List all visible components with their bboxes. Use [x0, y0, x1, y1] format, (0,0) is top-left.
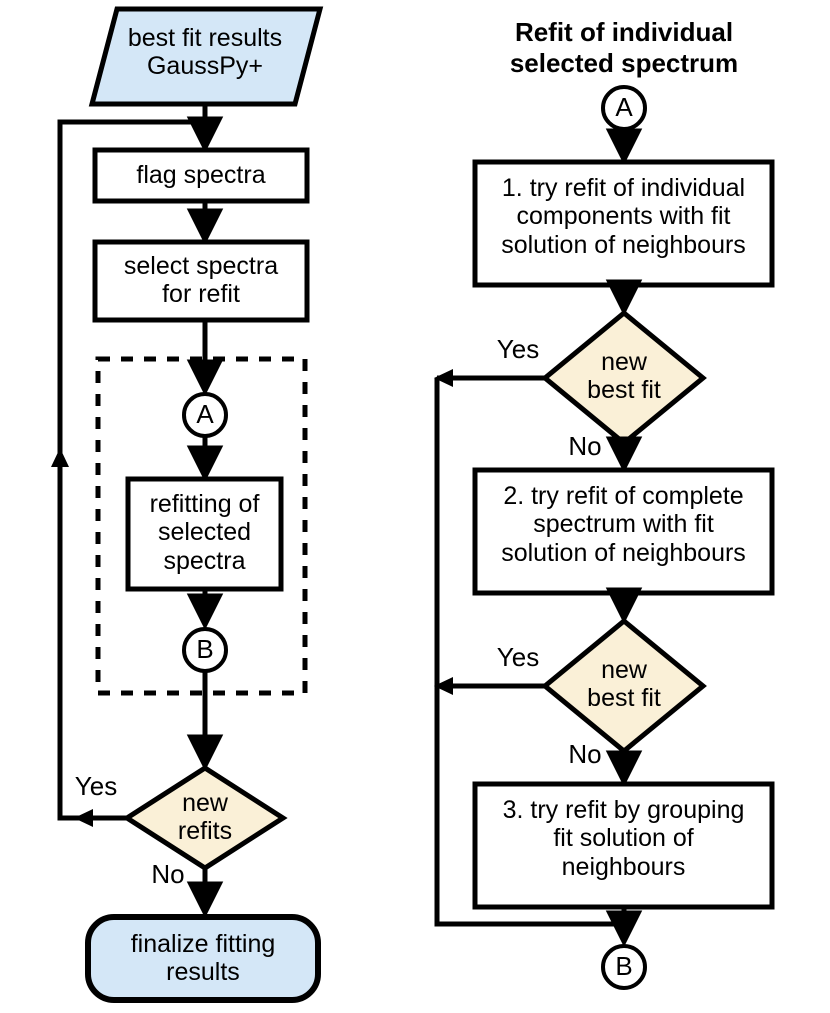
subprocess-dashed-group: [95, 356, 308, 696]
connector-a-right-shape: [601, 85, 647, 131]
step2-shape: [472, 467, 775, 596]
connector-b-right-shape: [601, 944, 647, 990]
loop-arrowhead-left: [74, 809, 93, 827]
finalize-shape: [85, 914, 321, 1003]
decision2-shape: [541, 617, 707, 755]
select-spectra-shape: [92, 239, 310, 323]
decision1-yes-arrowhead: [434, 369, 453, 387]
decision1-shape: [541, 309, 707, 447]
edge-decision-yes-feedback-loop: [57, 119, 205, 821]
step3-shape: [472, 781, 775, 910]
start-node-shape: [88, 6, 324, 107]
decision2-yes-arrowhead: [434, 677, 453, 695]
edge-right-feedback-rail: [434, 378, 624, 927]
flag-spectra-shape: [92, 147, 310, 204]
step1-shape: [472, 159, 775, 288]
connector-b-left-shape: [182, 627, 228, 673]
refitting-shape: [125, 476, 284, 592]
connector-a-left-shape: [182, 392, 228, 438]
decision-new-refits-shape: [122, 765, 288, 871]
loop-arrowhead-up: [51, 448, 69, 467]
